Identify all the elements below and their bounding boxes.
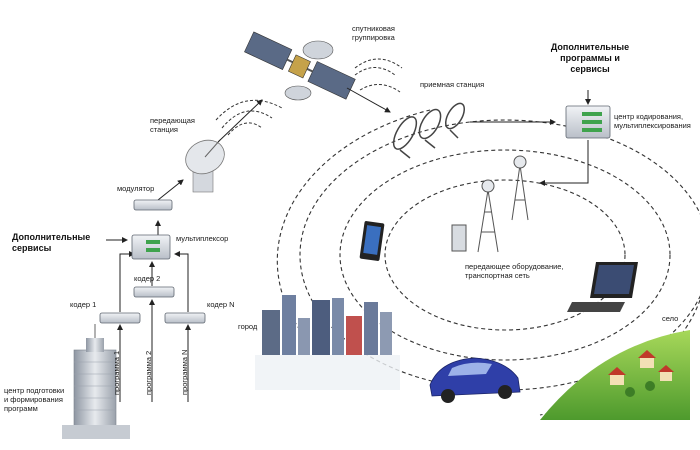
tx-station-label: передающая станция bbox=[150, 116, 204, 134]
dish-icon bbox=[180, 100, 262, 192]
coderN-label: кодер N bbox=[207, 300, 247, 309]
extra-services-label: Дополнительные сервисы bbox=[12, 232, 104, 254]
multiplexer-label: мультиплексор bbox=[176, 234, 242, 243]
satellite-icon bbox=[244, 32, 390, 112]
prog1-label: программа 1 bbox=[112, 351, 121, 395]
car-icon bbox=[430, 358, 520, 403]
laptop-icon bbox=[567, 262, 638, 312]
progN-label: программа N bbox=[180, 350, 189, 395]
prep-center-label: центр подготовки и формирования программ bbox=[4, 386, 70, 413]
coder1-label: кодер 1 bbox=[70, 300, 110, 309]
city-label: город bbox=[238, 322, 268, 331]
city-icon bbox=[255, 295, 400, 390]
tower-icon bbox=[452, 156, 528, 252]
extra-programs-label: Дополнительные программы и сервисы bbox=[545, 42, 635, 75]
sat-group-label: спутниковая группировка bbox=[352, 24, 412, 42]
rx-station-label: приемная станция bbox=[420, 80, 500, 89]
tx-equipment-label: передающее оборудование, транспортная се… bbox=[465, 262, 565, 280]
modulator-label: модулятор bbox=[117, 184, 177, 193]
tablet-icon bbox=[359, 221, 384, 261]
server-icon bbox=[100, 106, 610, 323]
village-icon bbox=[540, 330, 690, 420]
receiving-dishes-icon bbox=[389, 100, 468, 158]
village-label: село bbox=[662, 314, 692, 323]
prog2-label: программа 2 bbox=[144, 351, 153, 395]
coder2-label: кодер 2 bbox=[134, 274, 174, 283]
coding-center-label: центр кодирования, мультиплексирования bbox=[614, 112, 700, 130]
